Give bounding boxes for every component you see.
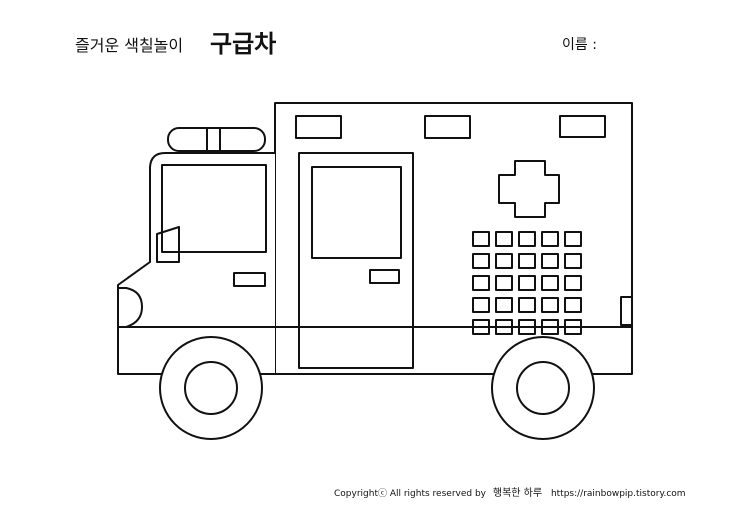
window-grid: [472, 231, 582, 335]
siren: [167, 127, 266, 152]
grid-window: [541, 231, 559, 247]
grid-window: [472, 275, 490, 291]
grid-window: [541, 253, 559, 269]
page-header: 즐거운 색칠놀이 구급차 이름 :: [0, 0, 750, 60]
author-name: 행복한 하루: [492, 488, 543, 499]
page-subtitle: 즐거운 색칠놀이: [75, 36, 184, 55]
grid-window: [495, 253, 513, 269]
cab-body: [117, 152, 275, 375]
grid-window: [541, 275, 559, 291]
siren-center: [206, 127, 221, 152]
footer: Copyrightⓒ All rights reserved by 행복한 하루…: [334, 484, 686, 499]
grid-window: [518, 297, 536, 313]
roof-light-center: [424, 115, 471, 139]
grid-window: [472, 297, 490, 313]
side-mirror: [156, 226, 180, 263]
grid-window: [564, 231, 582, 247]
grid-window: [518, 231, 536, 247]
door-handle: [369, 269, 400, 284]
grid-window: [564, 253, 582, 269]
site-url: https://rainbowpip.tistory.com: [550, 489, 686, 499]
grid-window: [518, 253, 536, 269]
roof-light-right: [559, 115, 606, 138]
grid-window: [495, 297, 513, 313]
rear-wheel: [491, 336, 595, 440]
rear-wheel-hub: [516, 361, 570, 415]
grid-window: [564, 319, 582, 335]
grid-window: [518, 319, 536, 335]
grid-window: [472, 319, 490, 335]
grid-window: [495, 231, 513, 247]
cab-door-handle: [233, 272, 266, 287]
grid-window: [564, 275, 582, 291]
grid-window: [518, 275, 536, 291]
grid-window: [495, 275, 513, 291]
grid-window: [541, 319, 559, 335]
cab-window: [161, 164, 267, 253]
side-marker-light: [620, 296, 633, 326]
rear-door: [298, 152, 414, 369]
cargo-box: [274, 102, 633, 375]
door-window: [311, 166, 402, 259]
grid-window: [472, 231, 490, 247]
roof-light-left: [295, 115, 342, 139]
page-title: 구급차: [210, 30, 277, 58]
grid-window: [541, 297, 559, 313]
headlight: [118, 287, 143, 328]
name-label: 이름 :: [562, 37, 597, 53]
grid-window: [472, 253, 490, 269]
medical-cross: [498, 160, 560, 218]
grid-window: [495, 319, 513, 335]
front-wheel: [159, 336, 263, 440]
front-wheel-hub: [184, 361, 238, 415]
copyright-text: Copyrightⓒ All rights reserved by: [334, 489, 486, 499]
grid-window: [564, 297, 582, 313]
